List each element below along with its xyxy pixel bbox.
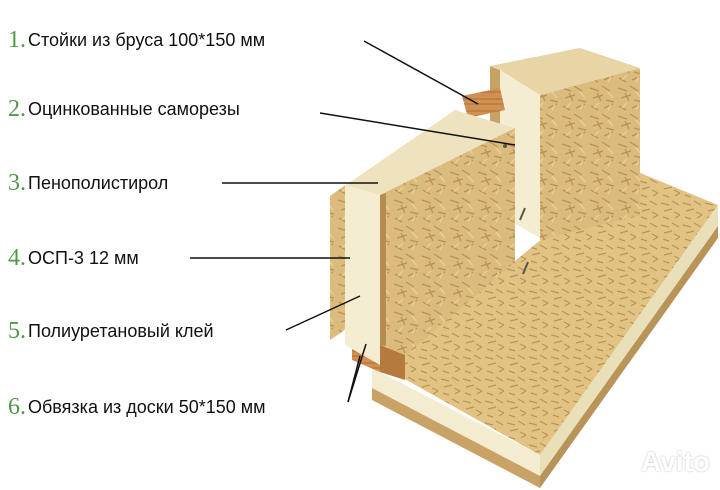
floor-foam-right	[540, 205, 718, 478]
label-studs: 1. Стойки из бруса 100*150 мм	[8, 25, 265, 55]
screw-1	[519, 207, 526, 221]
front-panel-shade	[380, 193, 386, 346]
label-text: Стойки из бруса 100*150 мм	[28, 29, 266, 50]
label-polystyrene: 3. Пенополистирол	[8, 168, 168, 198]
leader-lines	[190, 40, 516, 403]
label-screws: 2. Оцинкованные саморезы	[8, 94, 240, 124]
top-stud-end	[462, 88, 505, 118]
label-number: 6.	[8, 393, 26, 420]
floor-osb-bottom	[372, 388, 540, 488]
label-text: Обвязка из доски 50*150 мм	[28, 396, 266, 417]
floor-osb-bottom-right	[540, 226, 718, 488]
floor-osb-top	[385, 168, 718, 455]
label-number: 4.	[8, 244, 26, 271]
label-number: 1.	[8, 26, 26, 53]
back-panel-top	[490, 48, 640, 95]
label-number: 5.	[8, 317, 26, 344]
front-panel-face	[380, 128, 515, 355]
front-panel-foam	[345, 185, 380, 365]
screw-2	[522, 261, 529, 275]
front-panel-top	[330, 110, 515, 196]
label-osb: 4. ОСП-3 12 мм	[8, 243, 139, 273]
watermark-text: Avito	[641, 446, 710, 477]
floor-foam-side	[372, 368, 540, 478]
label-text: Оцинкованные саморезы	[28, 98, 240, 119]
label-number: 3.	[8, 169, 26, 196]
back-panel-face	[540, 68, 640, 240]
label-glue: 5. Полиуретановый клей	[8, 316, 214, 346]
avito-logo-icon	[604, 448, 633, 474]
label-text: Полиуретановый клей	[28, 320, 214, 341]
avito-watermark: Avito	[603, 446, 710, 478]
label-number: 2.	[8, 95, 26, 122]
label-text: ОСП-3 12 мм	[28, 247, 139, 268]
label-text: Пенополистирол	[28, 172, 169, 193]
front-panel-osb-back	[330, 185, 345, 340]
label-plate: 6. Обвязка из доски 50*150 мм	[8, 392, 266, 422]
